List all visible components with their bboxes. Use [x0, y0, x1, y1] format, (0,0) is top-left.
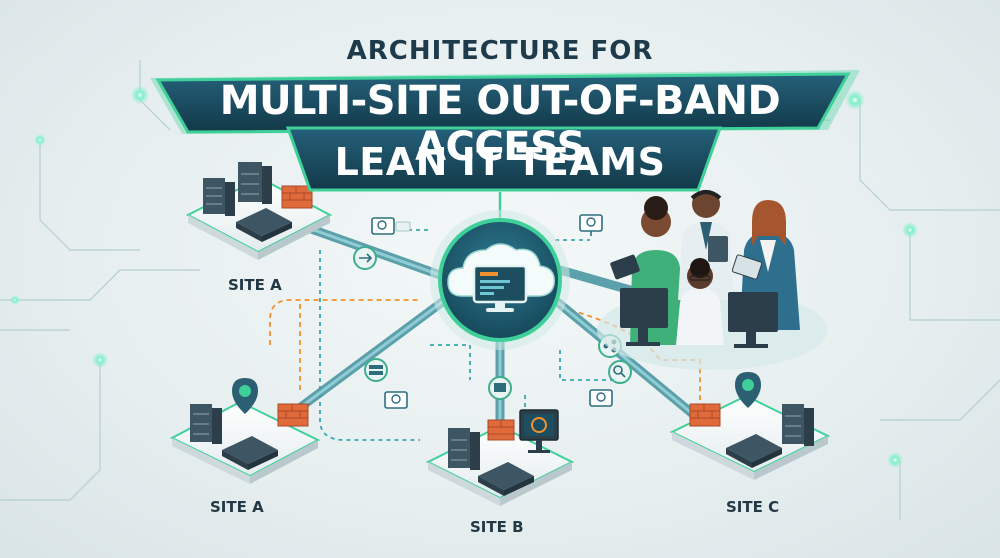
- circuit-traces: [0, 60, 1000, 520]
- site-label-bottom-left: SITE A: [210, 498, 264, 516]
- location-pin-icon: [232, 378, 258, 414]
- server-rack-icon: [238, 162, 272, 204]
- site-label-top-left: SITE A: [228, 276, 282, 294]
- site-label-bottom-right: SITE C: [726, 498, 780, 516]
- network-switch-icon: [726, 434, 782, 468]
- banner-subtitle: LEAN IT TEAMS: [334, 140, 666, 184]
- glow-dots: [10, 86, 918, 468]
- site-platform-bottom-left: [169, 378, 321, 484]
- server-rack-icon: [190, 404, 222, 444]
- dashed-links: [269, 229, 701, 441]
- server-rack-icon: [448, 428, 480, 470]
- location-pin-icon: [735, 372, 761, 408]
- cloud-hub: [430, 210, 570, 350]
- person-icon: [676, 258, 724, 345]
- person-icon: [731, 200, 800, 330]
- server-rack-icon: [782, 404, 814, 446]
- link-node-icon: [353, 246, 377, 270]
- banner-title: MULTI-SITE OUT-OF-BAND ACCESS: [219, 78, 781, 170]
- site-platform-top-left: [185, 162, 333, 260]
- site-platform-bottom-center: [425, 409, 575, 506]
- firewall-icon: [277, 403, 309, 427]
- search-monitor-badges: [371, 214, 613, 409]
- firewall-icon: [487, 419, 515, 441]
- server-rack-icon: [203, 178, 235, 216]
- it-team-people-icon: [597, 190, 827, 370]
- monitor-icon: [728, 292, 778, 348]
- router-node-icon: [488, 376, 512, 400]
- title-banner: [150, 70, 860, 192]
- cloud-monitor-icon: [447, 243, 555, 312]
- search-monitor-icon: [371, 217, 411, 235]
- search-node-icon: [608, 360, 632, 384]
- search-monitor-icon: [589, 389, 613, 407]
- monitor-icon: [620, 288, 668, 346]
- search-monitor-icon: [579, 214, 603, 236]
- firewall-icon: [281, 185, 313, 209]
- network-switch-icon: [222, 436, 278, 470]
- firewall-icon: [689, 403, 721, 427]
- title-top: ARCHITECTURE FOR: [346, 36, 654, 66]
- search-monitor-icon: [384, 391, 408, 409]
- network-switch-icon: [236, 208, 292, 242]
- site-label-bottom-center: SITE B: [470, 518, 524, 536]
- monitor-dashboard-icon: [519, 409, 559, 453]
- site-platform-bottom-right: [669, 372, 831, 480]
- server-node-icon: [364, 358, 388, 382]
- network-switch-icon: [478, 462, 534, 496]
